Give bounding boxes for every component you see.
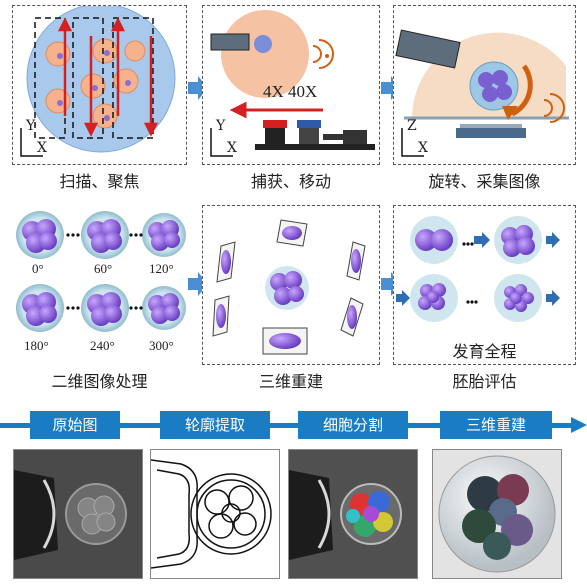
angle-label: 300° bbox=[149, 338, 174, 353]
scan-panel: Y X bbox=[12, 5, 187, 165]
raw-image bbox=[13, 449, 143, 579]
pipeline-line bbox=[0, 423, 572, 428]
angle-label: 0° bbox=[32, 261, 44, 276]
rotate-caption: 旋转、采集图像 bbox=[428, 172, 541, 191]
evaluate-panel: 发育全程 bbox=[393, 205, 576, 365]
z-axis-label: Z bbox=[407, 118, 417, 134]
embryo-view bbox=[16, 211, 64, 259]
scan-illustration bbox=[20, 6, 176, 157]
stage-label-contour: 轮廓提取 bbox=[160, 411, 270, 439]
capture-illustration bbox=[210, 10, 375, 157]
process-caption: 二维图像处理 bbox=[51, 372, 148, 391]
x-axis-label: X bbox=[227, 140, 237, 156]
scan-caption: 扫描、聚焦 bbox=[59, 172, 140, 191]
contour-image bbox=[150, 449, 280, 579]
x-axis-label: X bbox=[418, 140, 428, 156]
segmentation-image bbox=[288, 449, 418, 579]
pipeline-arrowhead-icon bbox=[571, 417, 587, 433]
process-panel: 0° 60° 120° 180° 240° 300° bbox=[12, 205, 187, 365]
magnification-label: 4X 40X bbox=[263, 82, 318, 101]
reconstruction-views bbox=[212, 219, 366, 355]
development-label: 发育全程 bbox=[452, 342, 517, 361]
evaluate-caption: 胚胎评估 bbox=[452, 372, 517, 391]
rotate-illustration bbox=[395, 29, 569, 157]
reconstruct-panel bbox=[202, 205, 380, 365]
rotate-panel: Z X bbox=[393, 5, 576, 165]
capture-caption: 捕获、移动 bbox=[250, 172, 331, 191]
stage-label-raw: 原始图 bbox=[30, 411, 120, 439]
stage-label-segmentation: 细胞分割 bbox=[298, 411, 408, 439]
angle-label: 180° bbox=[24, 338, 49, 353]
capture-panel: 4X 40X Y X bbox=[202, 5, 380, 165]
angle-label: 240° bbox=[90, 338, 115, 353]
multiview-embryos bbox=[16, 211, 186, 332]
angle-label: 120° bbox=[149, 261, 174, 276]
x-axis-label: X bbox=[37, 140, 47, 156]
angle-label: 60° bbox=[94, 261, 113, 276]
development-sequence bbox=[396, 216, 560, 322]
stage-label-reconstruction: 三维重建 bbox=[440, 411, 552, 439]
reconstruct-caption: 三维重建 bbox=[258, 372, 323, 391]
y-axis-label: Y bbox=[26, 118, 36, 134]
reconstruction-image bbox=[432, 449, 562, 579]
y-axis-label: Y bbox=[216, 118, 226, 134]
